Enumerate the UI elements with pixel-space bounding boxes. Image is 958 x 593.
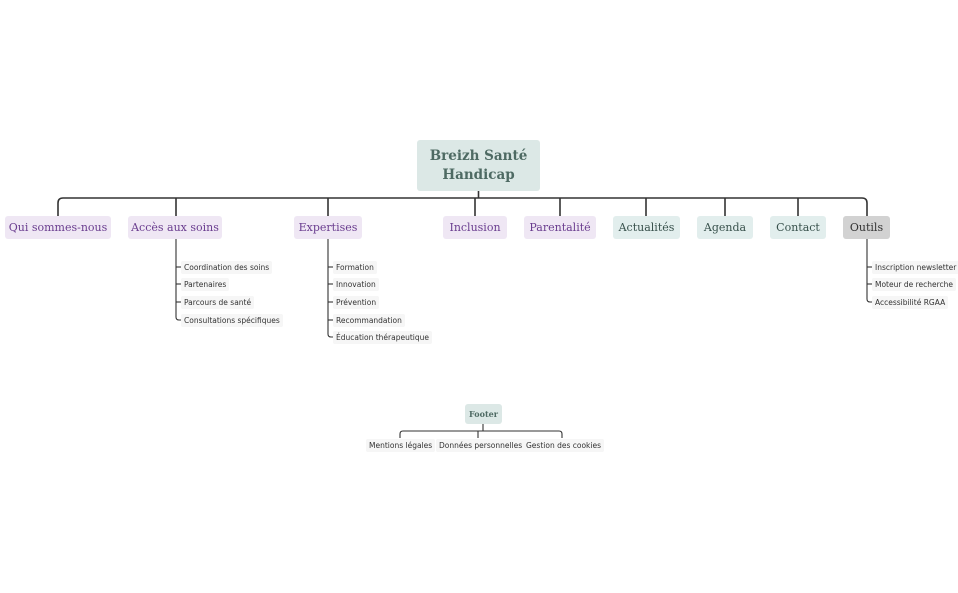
section-contact[interactable]: Contact (770, 216, 826, 239)
section-inclusion[interactable]: Inclusion (443, 216, 507, 239)
leaf-gestion-des-cookies[interactable]: Gestion des cookies (523, 439, 604, 452)
leaf-inscription-newsletter[interactable]: Inscription newsletter (872, 261, 958, 274)
leaf-prevention[interactable]: Prévention (333, 296, 380, 309)
leaf-recommandation[interactable]: Recommandation (333, 314, 405, 327)
section-actualites[interactable]: Actualités (613, 216, 680, 239)
root-title-line1: Breizh Santé (429, 147, 528, 164)
leaf-formation[interactable]: Formation (333, 261, 377, 274)
leaf-consultations-specifiques[interactable]: Consultations spécifiques (181, 314, 283, 327)
leaf-accessibilite-rgaa[interactable]: Accessibilité RGAA (872, 296, 949, 309)
leaf-parcours-de-sante[interactable]: Parcours de santé (181, 296, 255, 309)
leaf-mentions-legales[interactable]: Mentions légales (366, 439, 436, 452)
root-title-line2: Handicap (442, 166, 515, 183)
footer-node[interactable]: Footer (465, 404, 502, 424)
section-acces-aux-soins[interactable]: Accès aux soins (128, 216, 222, 239)
leaf-donnees-personnelles[interactable]: Données personnelles (436, 439, 526, 452)
leaf-moteur-de-recherche[interactable]: Moteur de recherche (872, 278, 957, 291)
leaf-coordination-des-soins[interactable]: Coordination des soins (181, 261, 273, 274)
leaf-partenaires[interactable]: Partenaires (181, 278, 230, 291)
section-outils[interactable]: Outils (843, 216, 890, 239)
root-node[interactable]: Breizh Santé Handicap (417, 140, 540, 191)
section-parentalite[interactable]: Parentalité (524, 216, 596, 239)
section-agenda[interactable]: Agenda (697, 216, 753, 239)
section-expertises[interactable]: Expertises (294, 216, 362, 239)
leaf-innovation[interactable]: Innovation (333, 278, 379, 291)
section-qui-sommes-nous[interactable]: Qui sommes-nous (5, 216, 111, 239)
leaf-education-therapeutique[interactable]: Éducation thérapeutique (333, 331, 432, 344)
